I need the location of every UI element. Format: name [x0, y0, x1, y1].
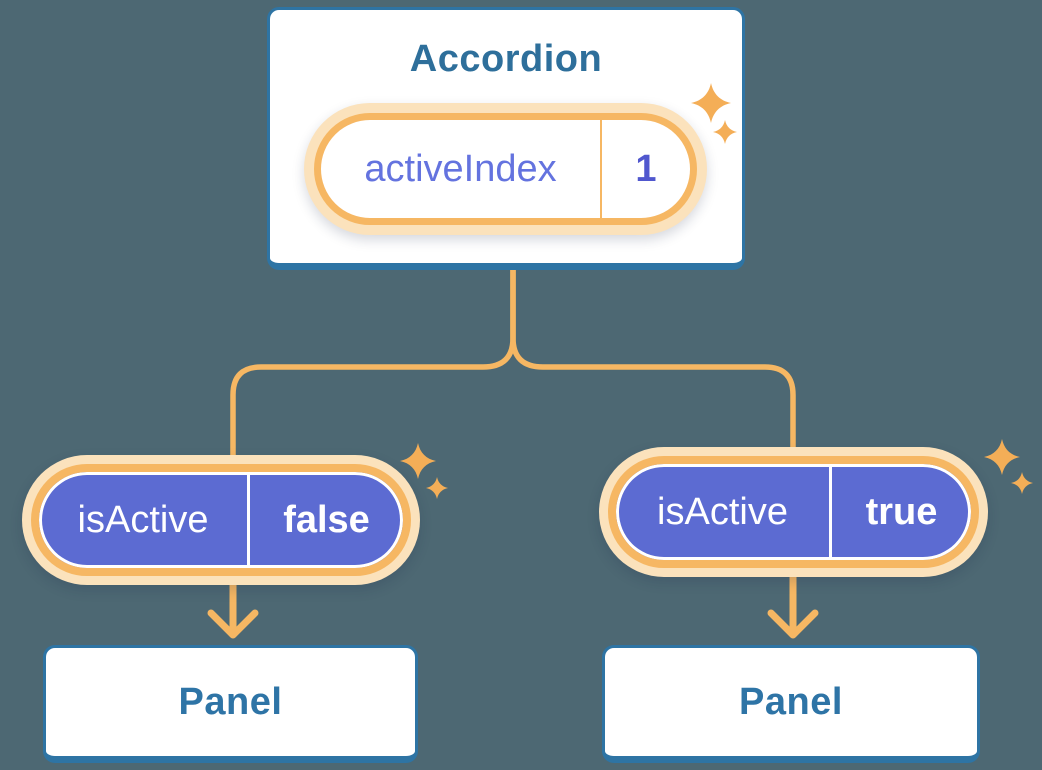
panel-card-left: Panel	[43, 645, 418, 763]
prop-pill-value: false	[283, 498, 370, 541]
panel-title: Panel	[178, 680, 283, 723]
state-pill-label: activeIndex	[364, 147, 557, 190]
state-pill-ring: activeIndex 1	[314, 113, 697, 225]
prop-pill-divider	[247, 475, 250, 565]
accordion-title: Accordion	[409, 38, 603, 80]
state-pill-value: 1	[635, 147, 657, 190]
sparkle-icon-right-pill	[984, 439, 1034, 495]
connector-left-branch	[230, 259, 516, 461]
state-pill-active-index: activeIndex 1	[304, 103, 707, 235]
prop-pill-is-active-true: isActive true	[599, 447, 988, 577]
prop-pill-divider	[829, 467, 832, 557]
sparkle-small-icon	[426, 477, 449, 500]
prop-pill-ring: isActive true	[608, 456, 979, 568]
panel-title: Panel	[739, 680, 843, 723]
connector-right-branch	[510, 259, 796, 453]
panel-card-right: Panel	[602, 645, 980, 763]
prop-pill-value: true	[865, 490, 938, 533]
sparkle-small-icon	[1011, 472, 1034, 495]
prop-pill-label: isActive	[657, 490, 788, 533]
sparkle-icon-accordion	[691, 83, 737, 144]
sparkle-large-icon	[984, 439, 1020, 475]
sparkle-small-icon	[713, 120, 737, 144]
sparkle-large-icon	[691, 83, 732, 124]
arrow-left-head	[207, 609, 259, 639]
prop-pill-ring: isActive false	[31, 464, 411, 576]
sparkle-icon-left-pill	[400, 443, 449, 500]
sparkle-large-icon	[400, 443, 436, 479]
state-pill-divider	[600, 120, 602, 218]
prop-pill-is-active-false: isActive false	[22, 455, 420, 585]
arrow-right-head	[767, 609, 819, 639]
prop-pill-label: isActive	[77, 498, 209, 541]
